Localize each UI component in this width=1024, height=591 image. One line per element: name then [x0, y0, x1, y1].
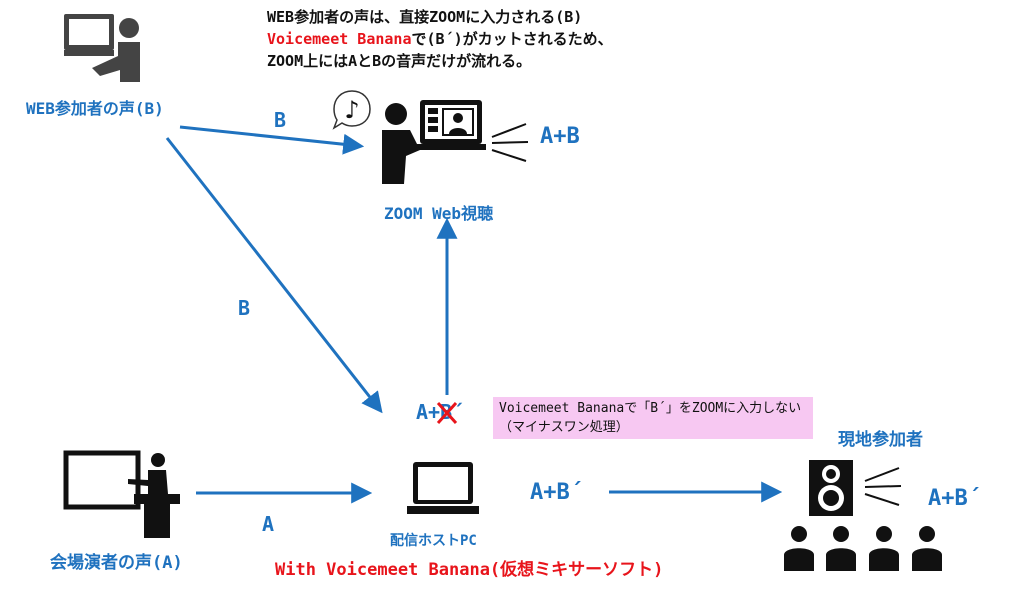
minus-one-callout: Voicemeet Bananaで「B´」をZOOMに入力しない（マイナスワン処…	[493, 397, 813, 439]
arrow-web-to-pc	[165, 137, 383, 414]
speaker-icon	[809, 460, 853, 516]
arrow-web-to-zoom	[179, 125, 365, 155]
local-participants-label: 現地参加者	[838, 430, 923, 450]
local-mix-label: A+B´	[928, 486, 981, 511]
music-note-icon: ♪	[332, 90, 371, 130]
arrow-a-label: A	[262, 512, 275, 536]
zoom-viewer-icon	[382, 100, 486, 184]
audience-icon	[784, 526, 942, 571]
note-line-2-rest: で(B´)がカットされるため、	[411, 30, 613, 48]
laptop-icon	[407, 462, 479, 514]
crossed-mix-label: A+B´	[416, 400, 464, 425]
note-line-2-red: Voicemeet Banana	[267, 30, 412, 48]
sound-lines-speaker	[864, 467, 902, 506]
zoom-mix-label: A+B	[540, 124, 580, 149]
note-line-2: Voicemeet Bananaで(B´)がカットされるため、	[267, 28, 613, 50]
venue-voice-label: 会場演者の声(A)	[50, 553, 183, 573]
host-pc-label: 配信ホストPC	[390, 533, 477, 549]
note-line-3: ZOOM上にはAとBの音声だけが流れる。	[267, 52, 532, 70]
arrow-b-diag-label: B	[238, 296, 251, 320]
crossed-a: A+	[416, 400, 441, 424]
web-voice-label: WEB参加者の声(B)	[26, 99, 164, 118]
web-participant-icon	[64, 14, 140, 82]
explanation-note: WEB参加者の声は、直接ZOOMに入力される(B) Voicemeet Bana…	[267, 6, 613, 72]
crossed-b-wrap: B	[436, 400, 458, 425]
lecturer-icon	[63, 450, 180, 538]
with-voicemeet-label: With Voicemeet Banana(仮想ミキサーソフト)	[275, 560, 664, 580]
zoom-view-label: ZOOM Web視聴	[384, 204, 494, 223]
red-cross-icon	[436, 401, 458, 425]
note-line-1: WEB参加者の声は、直接ZOOMに入力される(B)	[267, 8, 583, 26]
pc-out-mix-label: A+B´	[530, 480, 583, 505]
sound-lines-zoom	[491, 123, 529, 162]
arrow-b-top-label: B	[274, 108, 287, 132]
svg-text:♪: ♪	[344, 96, 359, 124]
